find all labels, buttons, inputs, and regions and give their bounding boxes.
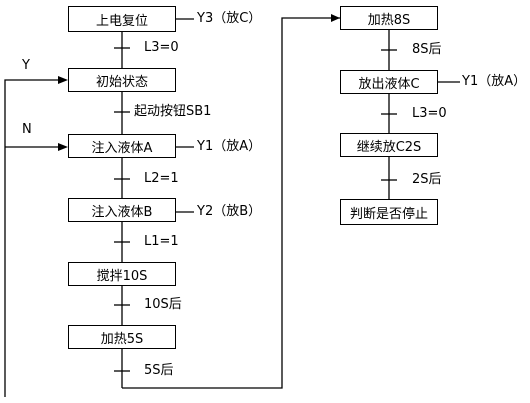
step-box-continue-drain: 继续放C2S [340,133,438,157]
transition-label-r2: L3=0 [412,106,447,121]
loop-yes-label: Y [22,58,30,73]
action-label-1: Y3（放C） [197,11,262,26]
arrow-yes [58,76,68,84]
transition-label-3: L2=1 [144,171,179,186]
action-label-3: Y1（放A） [197,139,262,154]
transition-label-5: 10S后 [144,297,182,312]
transition-label-r3: 2S后 [412,172,442,187]
step-box-power-reset: 上电复位 [68,6,176,32]
action-label-r2: Y1（放A） [462,74,527,89]
step-box-heat-5s: 加热5S [68,325,176,349]
loop-yes-line [4,79,60,397]
step-box-stir: 搅拌10S [68,262,176,286]
arrow-jump [331,14,340,22]
step-box-drain-c: 放出液体C [340,70,438,94]
transition-label-1: L3=0 [144,40,179,55]
jump-line [122,17,340,389]
transition-label-2: 起动按钮SB1 [134,104,212,119]
step-box-check-stop: 判断是否停止 [340,199,438,225]
transition-label-4: L1=1 [144,234,179,249]
loop-no-label: N [22,122,32,137]
arrow-no [58,143,68,151]
action-label-4: Y2（放B） [197,204,262,219]
transition-label-r1: 8S后 [412,42,442,57]
step-box-heat-8s: 加热8S [340,6,438,30]
step-box-initial: 初始状态 [68,68,176,92]
step-box-inject-b: 注入液体B [68,198,176,222]
step-box-inject-a: 注入液体A [68,134,176,158]
transition-label-6: 5S后 [144,363,174,378]
